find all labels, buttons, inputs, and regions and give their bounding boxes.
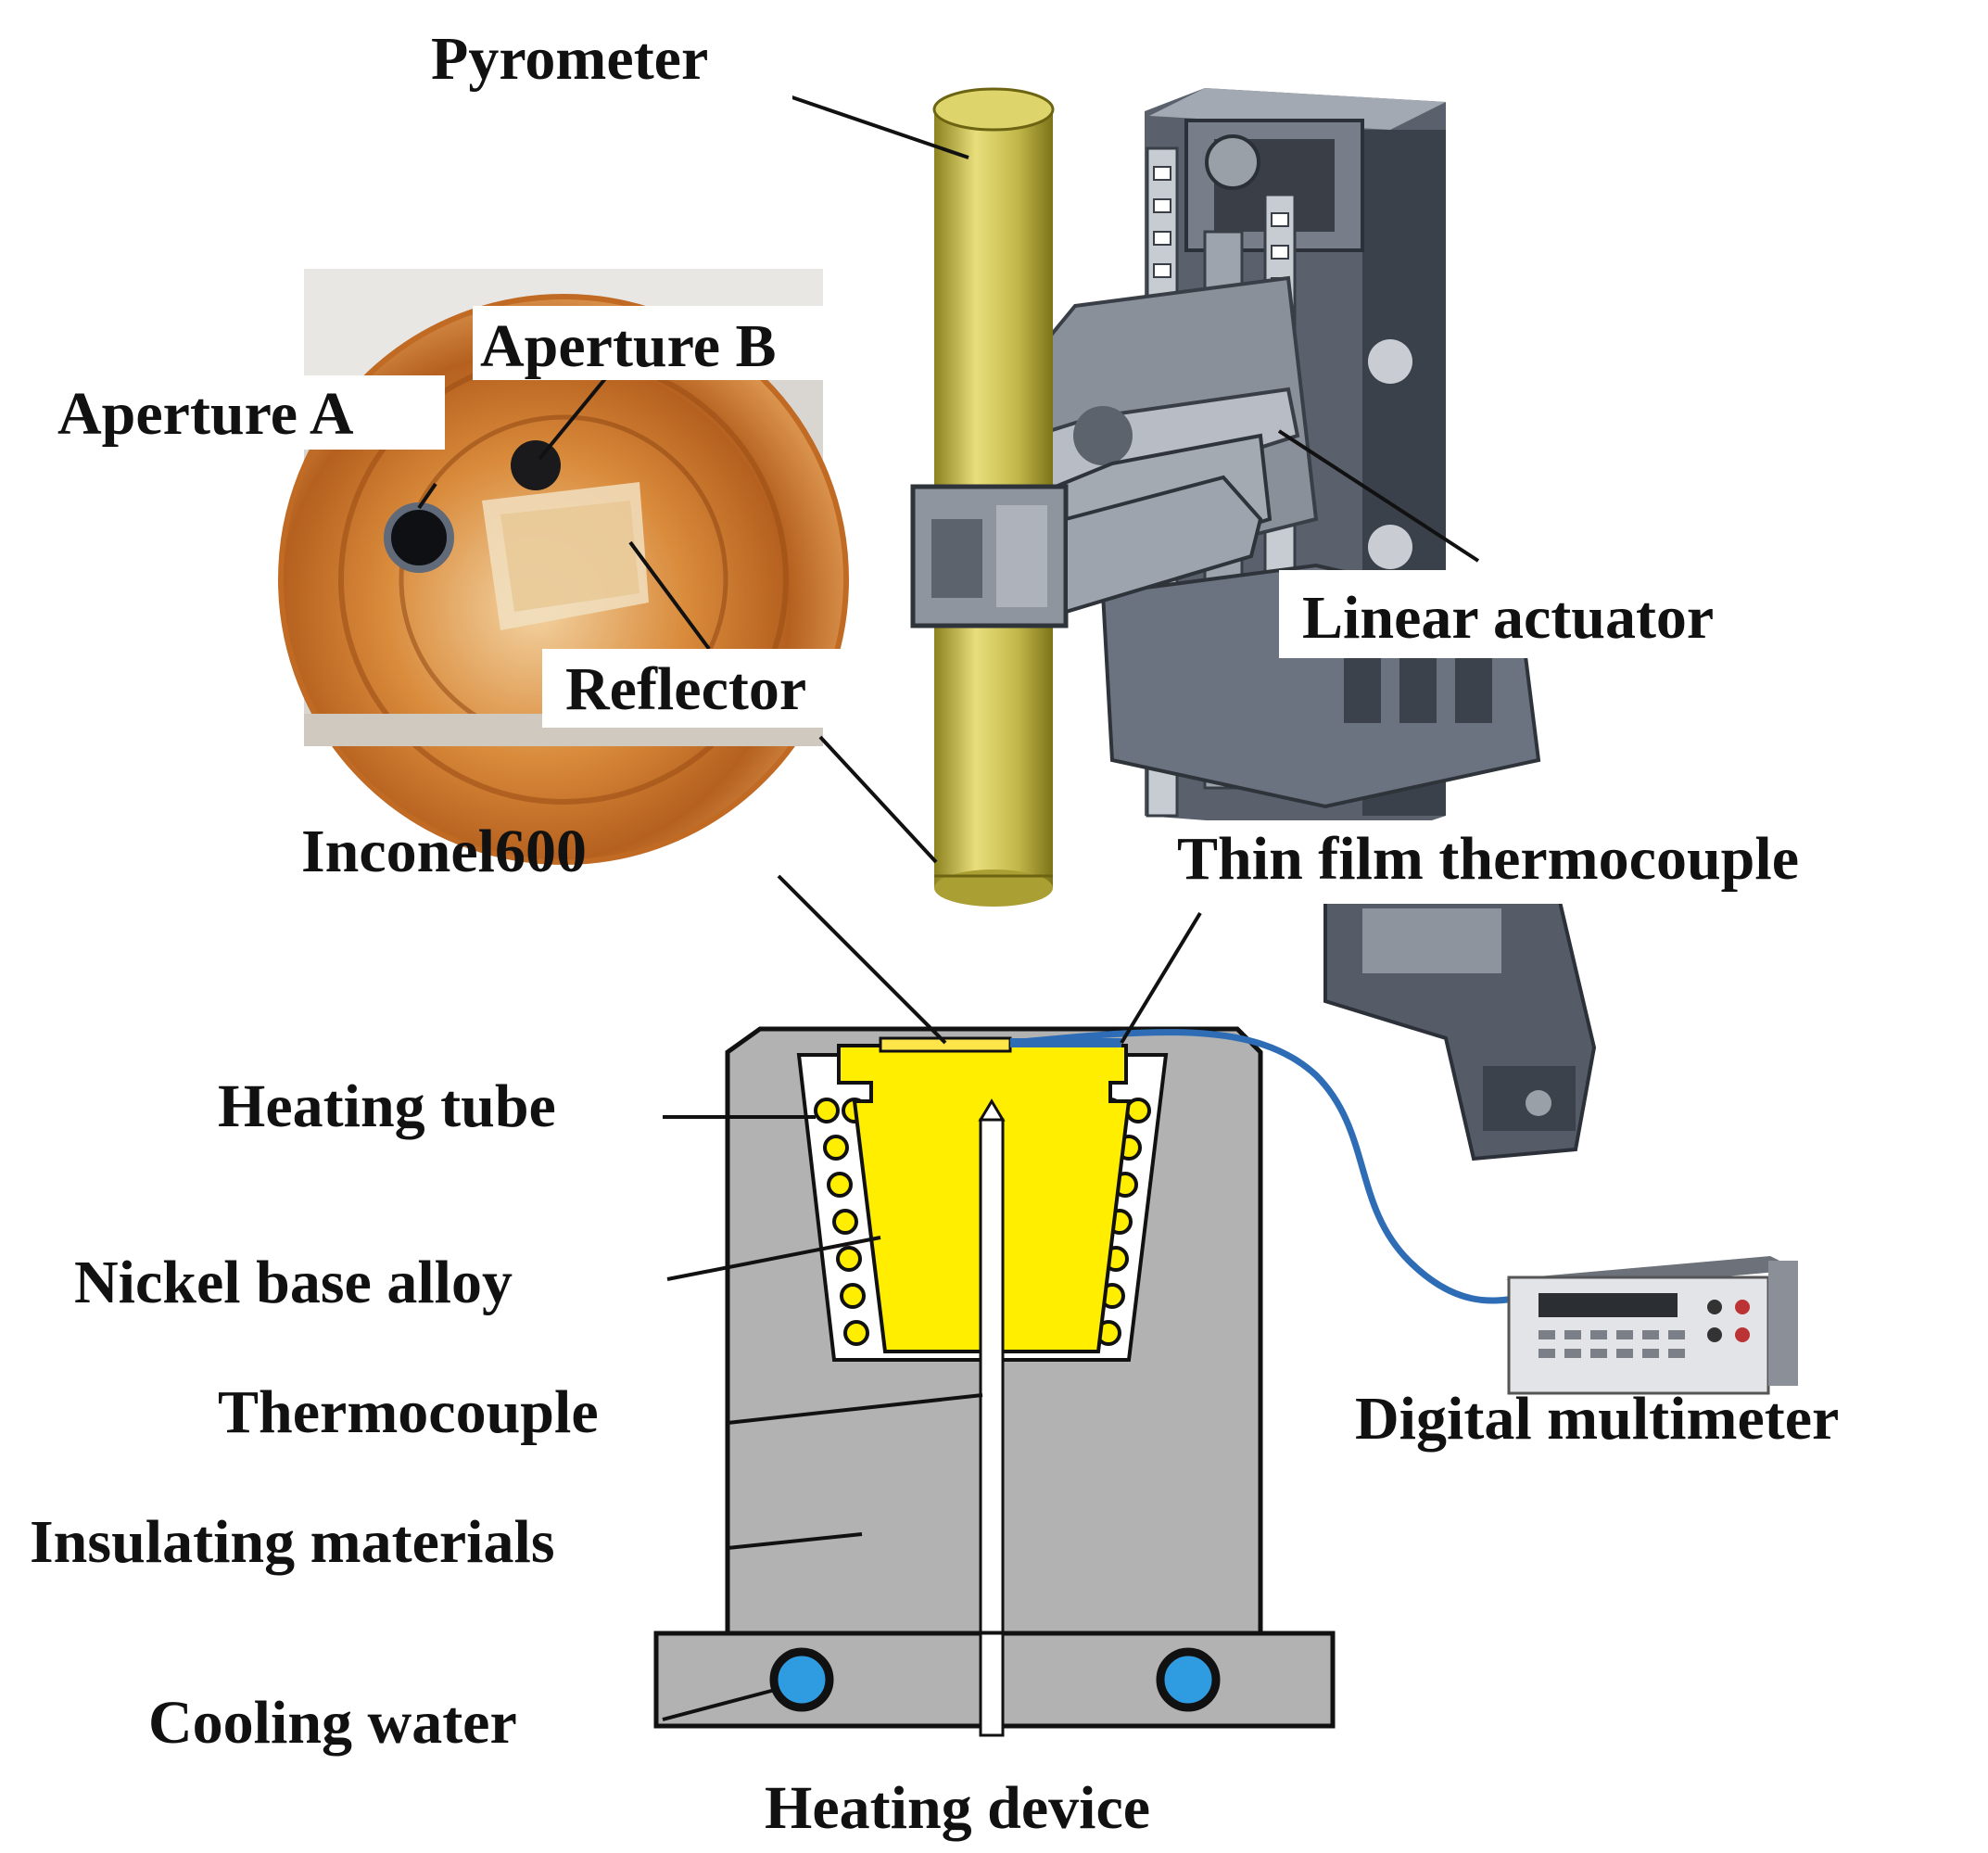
aperture-a-hole [384, 502, 454, 573]
inconel600-layer [879, 1036, 1012, 1053]
label-linear-actuator: Linear actuator [1302, 584, 1714, 652]
label-nickel-base-alloy: Nickel base alloy [74, 1249, 513, 1316]
label-reflector: Reflector [565, 655, 806, 723]
cooling-water-channel-left [769, 1647, 834, 1712]
label-aperture-b: Aperture B [480, 312, 777, 380]
label-cooling-water: Cooling water [148, 1689, 517, 1757]
label-inconel600: Inconel600 [301, 818, 587, 885]
label-aperture-a: Aperture A [57, 380, 354, 448]
label-thermocouple: Thermocouple [218, 1378, 599, 1446]
label-pyrometer: Pyrometer [431, 25, 708, 93]
leader-lines [417, 91, 1480, 1721]
digital-multimeter-device [1506, 1256, 1798, 1395]
pyrometer-clamp [910, 475, 1263, 628]
label-heating-device: Heating device [765, 1774, 1150, 1842]
cooling-water-channel-right [1156, 1647, 1221, 1712]
label-insulating-materials: Insulating materials [30, 1508, 555, 1576]
label-group: Pyrometer Aperture B Aperture A Reflecto… [30, 19, 1979, 1842]
cooling-base-plate [653, 1631, 1336, 1737]
thermocouple-rod [978, 1098, 1006, 1733]
aperture-b-hole [511, 440, 561, 490]
thin-film-strip [1010, 1038, 1121, 1047]
thermocouple-cable [1009, 1029, 1521, 1304]
label-digital-multimeter: Digital multimeter [1355, 1385, 1839, 1453]
label-heating-tube: Heating tube [218, 1072, 556, 1140]
label-thin-film-thermocouple: Thin film thermocouple [1177, 825, 1799, 893]
